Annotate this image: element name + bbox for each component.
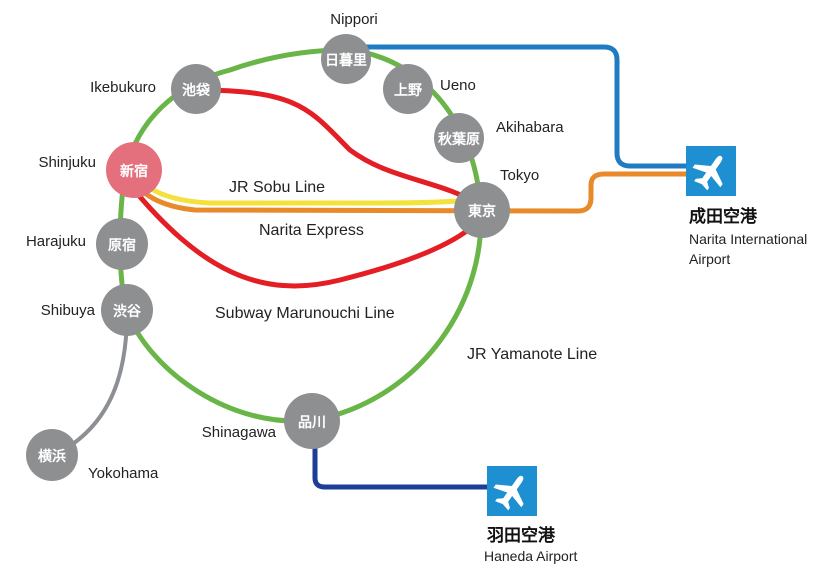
station-label-harajuku: Harajuku	[26, 233, 86, 250]
station-name-jp: 原宿	[108, 237, 136, 254]
station-shibuya[interactable]: 渋谷	[101, 284, 153, 336]
line-label-marunouchi: Subway Marunouchi Line	[215, 305, 395, 322]
station-circle	[321, 34, 371, 84]
station-label-shinjuku: Shinjuku	[38, 154, 96, 171]
marunouchi-line-shinjuku-tokyo	[128, 183, 482, 289]
airport-name-jp: 羽田空港	[487, 525, 556, 546]
station-circle	[434, 113, 484, 163]
station-name-jp: 新宿	[120, 163, 148, 180]
station-nippori[interactable]: 日暮里	[321, 34, 371, 84]
station-shinjuku[interactable]: 新宿	[106, 142, 162, 198]
station-circle	[26, 429, 78, 481]
narita-express-line	[127, 171, 688, 214]
station-name-jp: 池袋	[182, 82, 211, 99]
station-name-jp: 日暮里	[325, 52, 367, 69]
airport-name-en-line2: Airport	[689, 251, 730, 267]
line-label-yamanote: JR Yamanote Line	[467, 346, 597, 363]
station-yokohama[interactable]: 横浜	[26, 429, 78, 481]
station-name-jp: 秋葉原	[438, 131, 480, 148]
station-circle	[101, 284, 153, 336]
station-harajuku[interactable]: 原宿	[96, 218, 148, 270]
station-ikebukuro[interactable]: 池袋	[171, 64, 221, 114]
station-name-jp: 上野	[394, 83, 422, 99]
station-ueno[interactable]: 上野	[383, 64, 433, 114]
station-circle	[171, 64, 221, 114]
station-circle	[106, 142, 162, 198]
narita-link-line	[345, 44, 688, 169]
station-label-ikebukuro: Ikebukuro	[90, 79, 156, 96]
station-label-shinagawa: Shinagawa	[202, 424, 277, 441]
station-name-jp: 横浜	[38, 448, 66, 465]
line-label-narita-express: Narita Express	[259, 222, 364, 239]
station-circle	[96, 218, 148, 270]
airplane-glyph	[692, 155, 723, 191]
station-akihabara[interactable]: 秋葉原	[434, 113, 484, 163]
station-label-nippori: Nippori	[330, 11, 378, 28]
haneda-link-line	[312, 425, 490, 490]
marunouchi-line-ikebukuro-tokyo	[195, 87, 482, 208]
airport-narita[interactable]: 成田空港 Narita International Airport	[686, 146, 807, 267]
station-label-shibuya: Shibuya	[41, 302, 96, 319]
station-tokyo[interactable]: 東京	[454, 182, 510, 238]
station-circle	[454, 182, 510, 238]
airplane-glyph	[493, 475, 524, 511]
station-label-akihabara: Akihabara	[496, 119, 564, 136]
station-name-jp: 渋谷	[113, 303, 142, 320]
airport-haneda[interactable]: 羽田空港 Haneda Airport	[484, 466, 578, 564]
station-name-jp: 東京	[468, 203, 496, 220]
airport-name-en-line1: Narita International	[689, 231, 807, 247]
station-shinagawa[interactable]: 品川	[284, 393, 340, 449]
station-label-yokohama: Yokohama	[88, 465, 159, 482]
airport-name-jp: 成田空港	[689, 206, 758, 227]
station-label-tokyo: Tokyo	[500, 167, 539, 184]
station-circle	[284, 393, 340, 449]
station-circle	[383, 64, 433, 114]
station-label-ueno: Ueno	[440, 77, 476, 94]
station-name-jp: 品川	[298, 415, 326, 431]
airport-name-en: Haneda Airport	[484, 548, 578, 564]
line-label-sobu: JR Sobu Line	[229, 179, 325, 196]
